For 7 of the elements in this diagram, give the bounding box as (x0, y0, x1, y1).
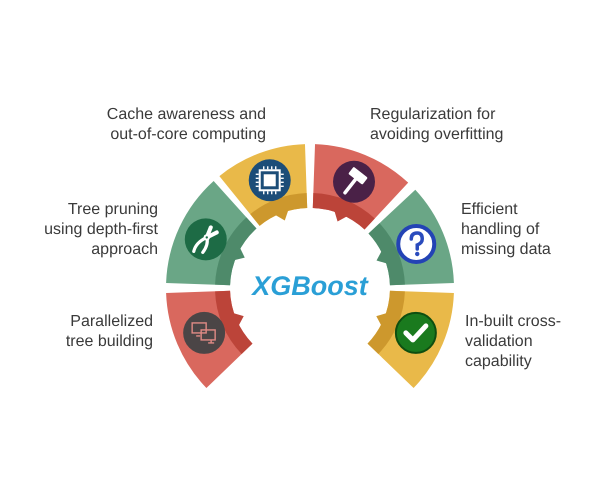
feature-label: Cache awareness and out-of-core computing (106, 105, 266, 145)
center-title: XGBoost (252, 271, 368, 301)
feature-label: Efficient handling of missing data (461, 200, 552, 260)
feature-label: Tree pruning using depth-first approach (43, 200, 158, 260)
feature-label: In-built cross-validation capability (465, 312, 562, 372)
feature-label: Parallelized tree building (64, 312, 153, 352)
feature-label: Regularization for avoiding overfitting (370, 105, 504, 145)
